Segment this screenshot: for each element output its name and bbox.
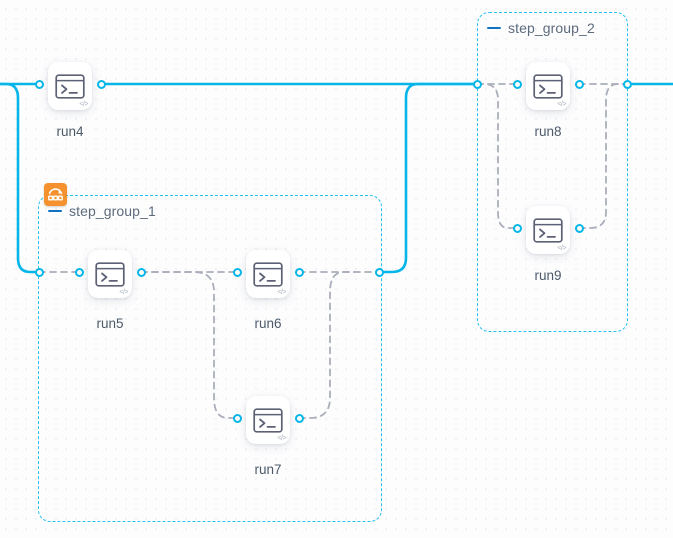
port-run7-in[interactable]	[232, 413, 242, 423]
node-run4[interactable]: </>	[48, 62, 92, 110]
port-run5-in[interactable]	[74, 267, 84, 277]
group-title-step_group_1: step_group_1	[69, 203, 156, 219]
node-run8[interactable]: </>	[526, 62, 570, 110]
node-label-run7: run7	[254, 462, 282, 477]
port-run6-out[interactable]	[294, 267, 304, 277]
terminal-icon	[533, 217, 563, 243]
terminal-icon	[253, 407, 283, 433]
port-run4-in[interactable]	[34, 79, 44, 89]
loop-foreach-icon	[48, 188, 63, 201]
terminal-icon	[533, 73, 563, 99]
minus-icon[interactable]	[48, 210, 62, 212]
edge[interactable]	[377, 82, 479, 274]
node-run7[interactable]: </>	[246, 396, 290, 444]
code-badge-icon: </>	[557, 101, 566, 108]
port-group1-out[interactable]	[374, 267, 384, 277]
terminal-icon	[253, 261, 283, 287]
terminal-icon	[55, 73, 85, 99]
port-run6-in[interactable]	[232, 267, 242, 277]
group-header-step_group_2[interactable]: step_group_2	[487, 20, 595, 36]
node-run6[interactable]: </>	[246, 250, 290, 298]
code-badge-icon: </>	[557, 245, 566, 252]
port-run7-out[interactable]	[294, 413, 304, 423]
edge[interactable]	[0, 82, 41, 274]
group-box-step_group_2[interactable]	[477, 12, 628, 332]
code-badge-icon: </>	[277, 435, 286, 442]
node-label-run4: run4	[56, 124, 84, 139]
node-label-run5: run5	[96, 316, 124, 331]
node-run5[interactable]: </>	[88, 250, 132, 298]
code-badge-icon: </>	[277, 289, 286, 296]
port-run9-out[interactable]	[574, 223, 584, 233]
port-run8-in[interactable]	[512, 79, 522, 89]
port-group1-in[interactable]	[34, 267, 44, 277]
node-label-run9: run9	[534, 268, 562, 283]
port-run9-in[interactable]	[512, 223, 522, 233]
code-badge-icon: </>	[79, 101, 88, 108]
node-run9[interactable]: </>	[526, 206, 570, 254]
minus-icon[interactable]	[487, 27, 501, 29]
port-run8-out[interactable]	[574, 79, 584, 89]
group-badge-step_group_1[interactable]	[44, 183, 67, 206]
group-header-step_group_1[interactable]: step_group_1	[48, 203, 156, 219]
node-label-run6: run6	[254, 316, 282, 331]
port-run4-out[interactable]	[96, 79, 106, 89]
terminal-icon	[95, 261, 125, 287]
group-box-step_group_1[interactable]	[38, 195, 382, 522]
port-group2-out[interactable]	[622, 79, 632, 89]
group-title-step_group_2: step_group_2	[508, 20, 595, 36]
code-badge-icon: </>	[119, 289, 128, 296]
port-group2-in[interactable]	[472, 79, 482, 89]
node-label-run8: run8	[534, 124, 562, 139]
port-run5-out[interactable]	[136, 267, 146, 277]
